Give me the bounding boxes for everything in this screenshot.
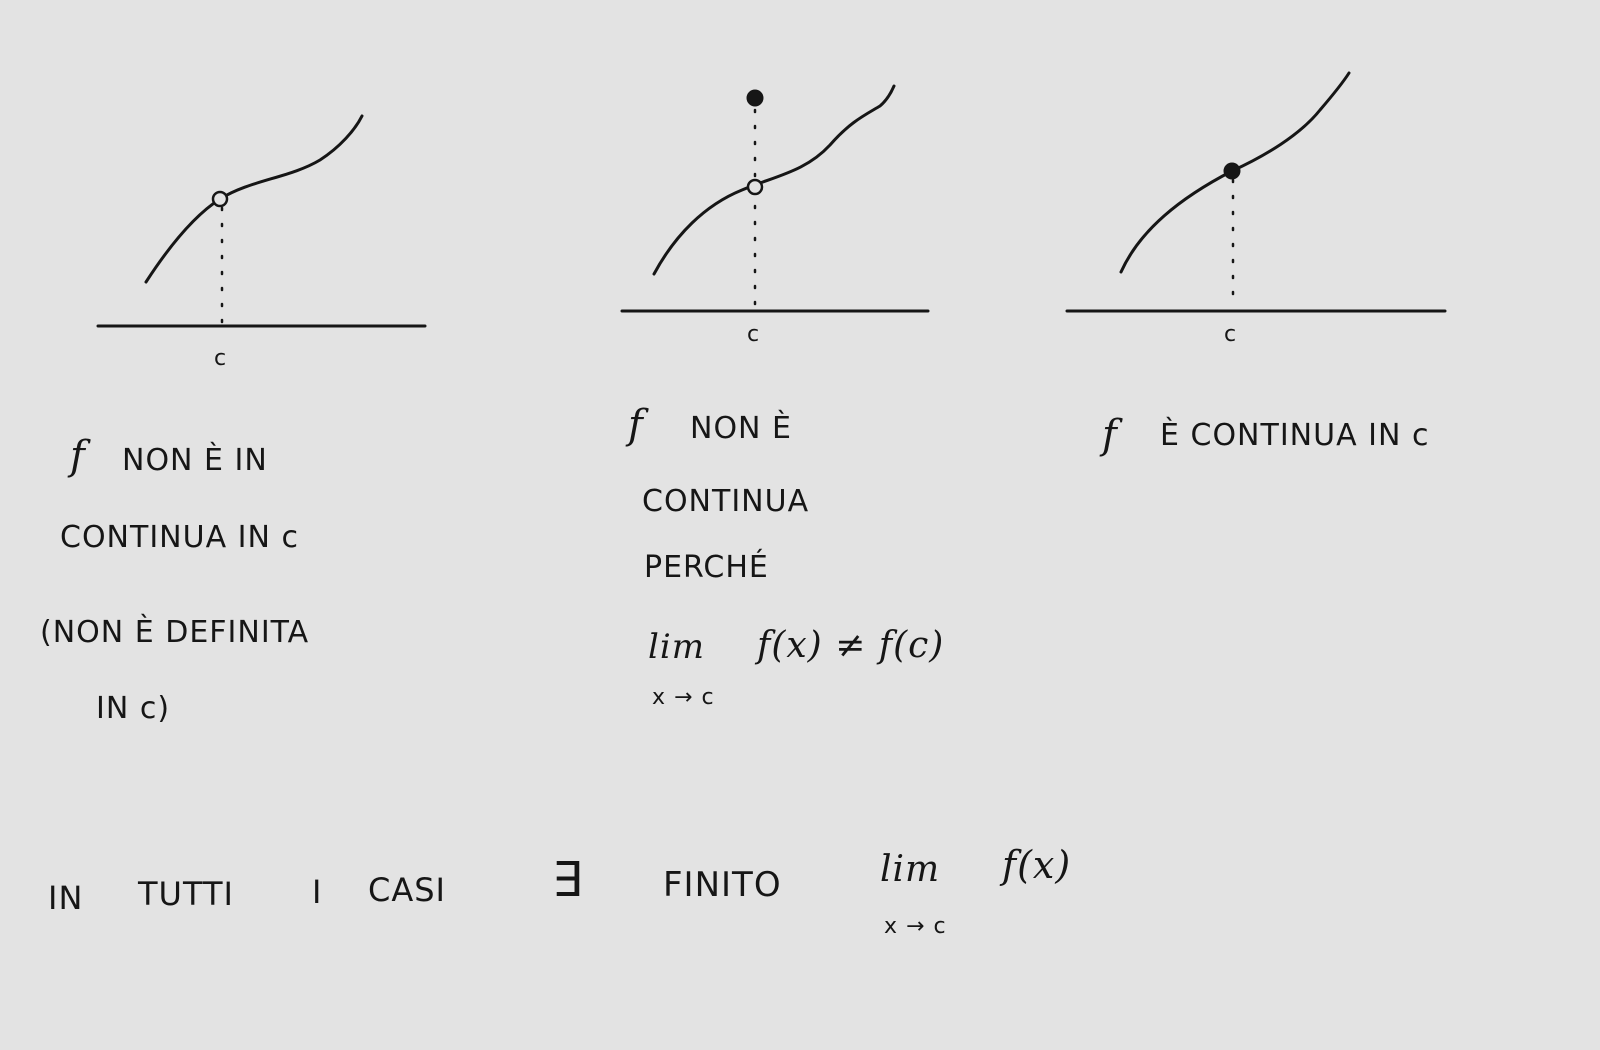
- open-point-1: [211, 190, 229, 208]
- caption-line: CONTINUA IN c: [60, 520, 299, 555]
- axis-label-c-2: c: [747, 322, 760, 347]
- limit-word: lim: [648, 627, 705, 667]
- footer-word: CASI: [368, 871, 446, 909]
- limit-subscript: x → c: [652, 685, 715, 710]
- graph-panel-1: [96, 114, 427, 328]
- function-symbol-f: f: [70, 433, 86, 479]
- caption-line: (NON È DEFINITA: [40, 615, 310, 650]
- limit-subscript: x → c: [884, 914, 947, 939]
- function-curve-1: [144, 114, 364, 284]
- function-curve-2: [652, 84, 896, 276]
- limit-expression: f(x): [1002, 843, 1072, 887]
- caption-line: NON È IN: [122, 443, 268, 478]
- caption-line: NON È: [690, 411, 792, 446]
- function-curve-3: [1119, 71, 1351, 274]
- filled-point-2: [746, 89, 764, 107]
- footer-word: I: [312, 873, 323, 911]
- caption-line: IN c): [96, 691, 171, 726]
- exists-symbol: ∃: [552, 852, 584, 908]
- footer-word: FINITO: [663, 865, 782, 905]
- graph-panel-2: [620, 84, 930, 313]
- caption-line: PERCHÉ: [644, 550, 769, 585]
- footer-word: IN: [48, 879, 84, 917]
- filled-point-3: [1223, 162, 1241, 180]
- function-symbol-f: f: [1102, 412, 1118, 458]
- function-symbol-f: f: [628, 402, 644, 448]
- axis-label-c-3: c: [1224, 322, 1237, 347]
- graph-panel-3: [1065, 71, 1447, 313]
- footer-word: TUTTI: [138, 875, 234, 913]
- caption-line: È CONTINUA IN c: [1160, 418, 1430, 453]
- open-point-2: [746, 178, 764, 196]
- caption-line: CONTINUA: [642, 484, 810, 519]
- limit-expression: f(x) ≠ f(c): [757, 625, 945, 666]
- limit-word: lim: [880, 849, 941, 890]
- axis-label-c-1: c: [214, 346, 227, 371]
